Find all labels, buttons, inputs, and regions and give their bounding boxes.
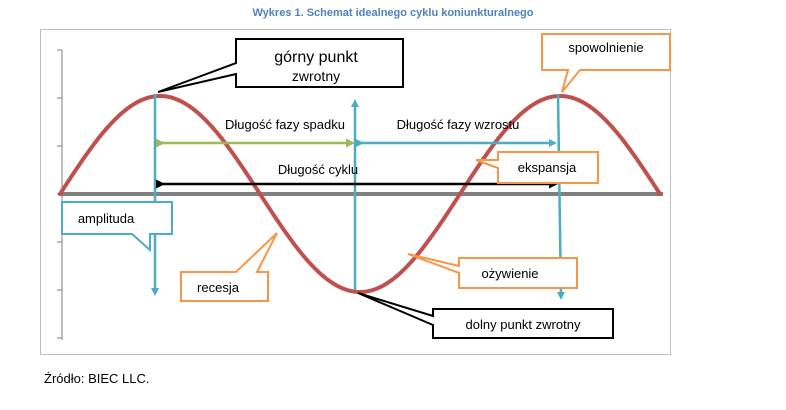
upswing-length-label: Długość fazy wzrostu [397, 117, 520, 132]
upper-turning-point-line1: górny punkt [274, 49, 358, 66]
revival-label: ożywienie [481, 266, 538, 281]
diagram-frame [40, 29, 671, 355]
downswing-length-label: Długość fazy spadku [225, 117, 345, 132]
amplitude-label: amplituda [78, 211, 135, 226]
recession-callout: recesja [180, 232, 278, 302]
cycle-length-label: Długość cyklu [278, 162, 358, 177]
upper-turning-point-callout: górny punkt zwrotny [157, 38, 404, 93]
business-cycle-curve [58, 94, 662, 294]
expansion-label: ekspansja [518, 160, 577, 175]
recession-label: recesja [197, 280, 240, 295]
slowdown-label: spowolnienie [568, 40, 643, 55]
amplitude-callout: amplituda [61, 201, 173, 253]
slowdown-callout: spowolnienie [541, 33, 671, 93]
lower-turning-point-callout: dolny punkt zwrotny [357, 292, 614, 339]
expansion-callout: ekspansja [475, 151, 599, 184]
upper-turning-point-line2: zwrotny [292, 68, 340, 84]
source-note: Źródło: BIEC LLC. [44, 371, 150, 386]
lower-turning-point-label: dolny punkt zwrotny [466, 317, 581, 332]
revival-callout: ożywienie [407, 253, 578, 289]
figure-title: Wykres 1. Schemat idealnego cyklu koniun… [252, 7, 534, 19]
